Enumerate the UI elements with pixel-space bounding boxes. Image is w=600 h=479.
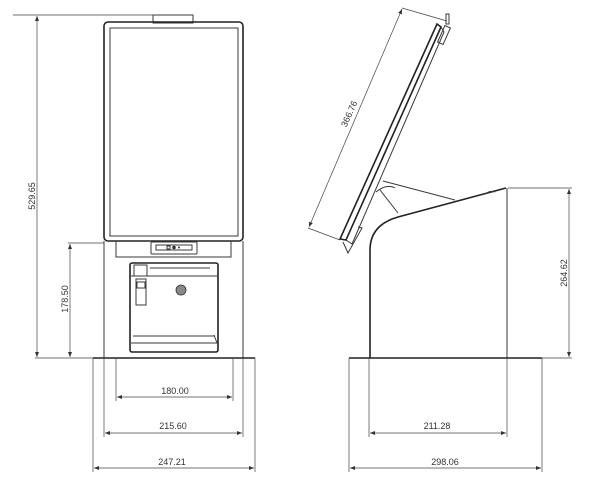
dim-screen-length: 366.76 bbox=[339, 99, 359, 128]
dim-overall-height: 529.65 bbox=[27, 182, 37, 210]
dim-body-depth: 211.28 bbox=[424, 421, 451, 431]
dim-body-width: 215.60 bbox=[159, 421, 187, 431]
button-bar bbox=[150, 241, 198, 255]
mount-arm bbox=[375, 180, 456, 214]
dim-line-screen-length bbox=[308, 8, 403, 228]
sensor-icon bbox=[172, 245, 176, 250]
top-cap bbox=[152, 14, 194, 24]
body-profile bbox=[369, 187, 507, 358]
screen-display bbox=[109, 27, 239, 237]
front-view: 529.65 178.50 180.00 215.60 247.21 bbox=[13, 14, 256, 472]
dim-base-height: 178.50 bbox=[60, 285, 70, 313]
dim-printer-width: 180.00 bbox=[161, 386, 189, 396]
dim-base-width: 247.21 bbox=[158, 457, 186, 467]
button-icon bbox=[166, 245, 171, 250]
dim-base-depth: 298.06 bbox=[431, 457, 459, 467]
printer bbox=[129, 262, 219, 353]
top-post bbox=[445, 13, 450, 25]
lower-body bbox=[103, 241, 244, 358]
dim-body-height: 264.62 bbox=[559, 259, 569, 287]
logo-icon bbox=[175, 284, 187, 296]
side-view: 366.76 264.62 211.28 298.06 bbox=[307, 7, 572, 472]
screen-frame bbox=[103, 21, 244, 242]
